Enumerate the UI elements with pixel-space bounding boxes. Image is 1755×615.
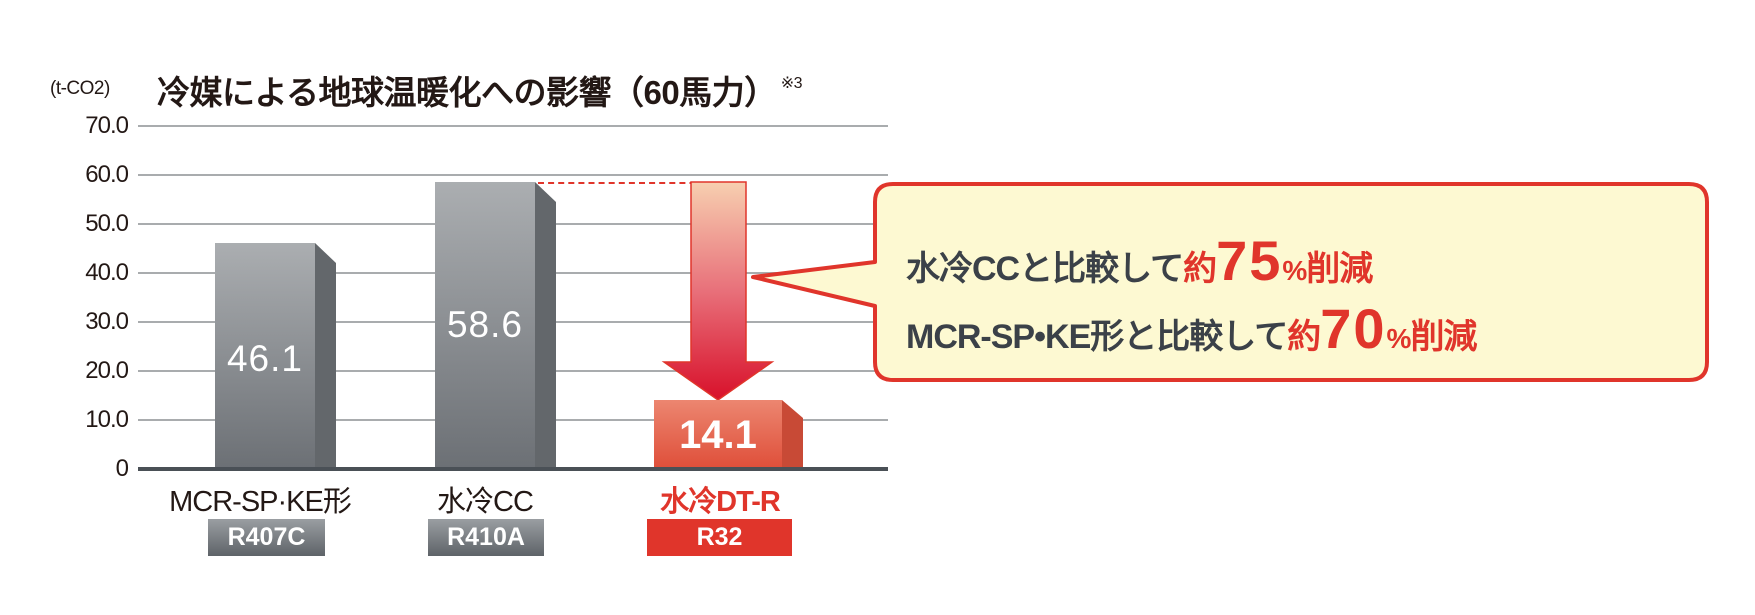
bar-suirei-cc-side [535, 182, 556, 468]
bar-mcr-sp-ke [215, 243, 315, 468]
refrigerant-tag: R407C [208, 519, 325, 556]
callout-percent-value: 70 [1320, 297, 1387, 360]
bar-value-label: 58.6 [446, 304, 523, 345]
y-tick: 20.0 [85, 357, 129, 384]
chart-title-text: 冷媒による地球温暖化への影響（60馬力） [157, 74, 777, 111]
refrigerant-tag-highlight: R32 [647, 519, 792, 556]
y-tick: 30.0 [85, 308, 129, 335]
bar-suirei-cc [435, 182, 535, 468]
y-tick: 60.0 [85, 161, 129, 188]
x-label-highlight: 水冷DT-R [660, 486, 781, 518]
callout-reduction: 削減 [1306, 250, 1373, 288]
bar-value-label: 46.1 [226, 338, 303, 379]
gridline [138, 174, 888, 176]
gridline [138, 125, 888, 127]
callout-text: 水冷CCと比較して [906, 250, 1184, 288]
callout-line-1: 水冷CCと比較して約75%削減 [906, 228, 1373, 293]
title-footnote: ※3 [780, 75, 803, 92]
x-label: MCR-SP·KE形 [169, 486, 352, 518]
reference-dashed-line [538, 182, 746, 184]
bar-suirei-dt-r-side [782, 400, 803, 468]
callout-text: MCR-SP•KE形と比較して [906, 318, 1288, 356]
chart-title: 冷媒による地球温暖化への影響（60馬力）※3 [157, 66, 803, 114]
y-tick: 40.0 [85, 259, 129, 286]
y-tick: 10.0 [85, 406, 129, 433]
bar-mcr-sp-ke-side [315, 243, 336, 468]
callout-percent-value: 75 [1216, 229, 1283, 292]
y-tick: 50.0 [85, 210, 129, 237]
y-tick: 70.0 [85, 112, 129, 139]
bar-value-label: 14.1 [679, 413, 757, 457]
reduction-arrow-icon [661, 181, 775, 401]
y-axis-unit-label: (t-CO2) [50, 78, 110, 99]
callout-approx: 約 [1183, 250, 1217, 288]
callout-reduction: 削減 [1410, 318, 1477, 356]
y-tick: 0 [115, 455, 129, 482]
bar-suirei-dt-r [654, 400, 782, 468]
y-axis-unit: (t-CO2) [50, 78, 110, 100]
callout-line-2: MCR-SP•KE形と比較して約70%削減 [906, 296, 1477, 361]
callout-approx: 約 [1287, 318, 1321, 356]
callout-box [751, 182, 1709, 382]
x-label: 水冷CC [437, 486, 534, 518]
x-axis-baseline [138, 467, 888, 471]
callout-percent-sign: % [1282, 255, 1307, 286]
callout-percent-sign: % [1386, 323, 1412, 354]
refrigerant-tag: R410A [428, 519, 544, 556]
